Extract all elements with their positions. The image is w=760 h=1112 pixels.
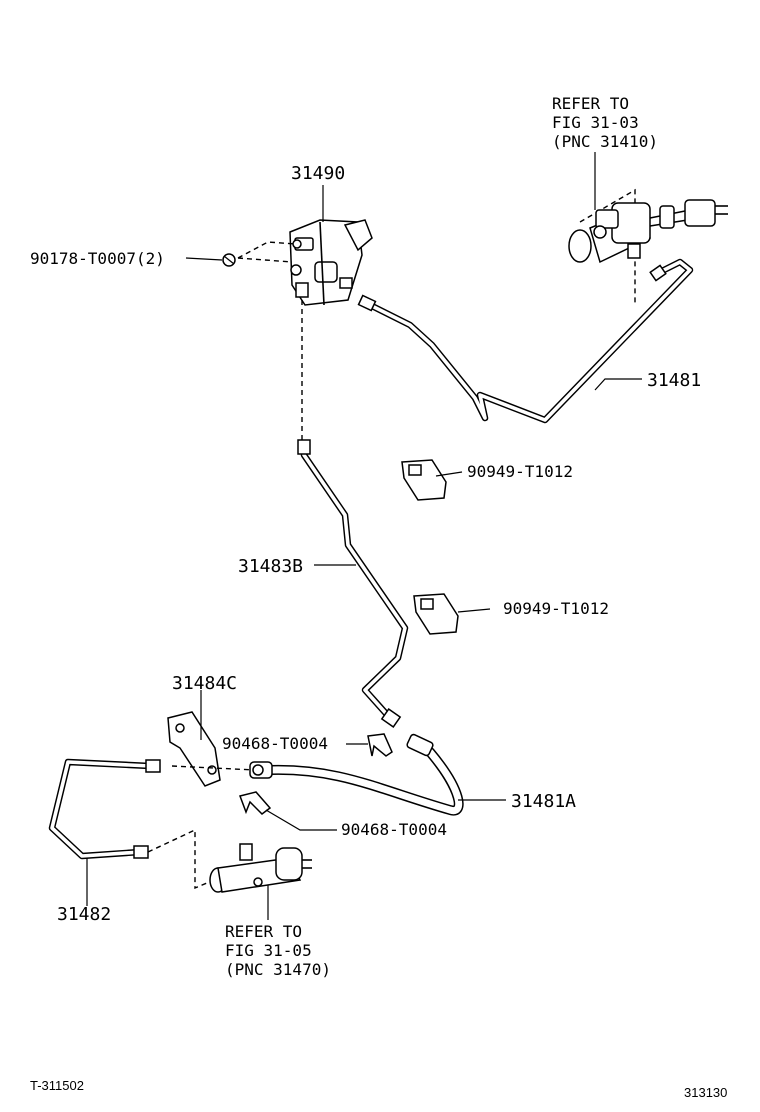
- footer-left-code: T-311502: [30, 1078, 84, 1093]
- label-31482: 31482: [57, 904, 111, 925]
- clip-90468-b-drawing: [239, 791, 272, 815]
- clip-90468-a-drawing: [367, 733, 393, 757]
- label-31490: 31490: [291, 163, 345, 184]
- label-90178: 90178-T0007(2): [30, 249, 165, 268]
- refer-bottom-line-1: REFER TO: [225, 922, 302, 941]
- bracket-31484c-drawing: [167, 711, 256, 787]
- label-31483b: 31483B: [238, 556, 303, 577]
- refer-top-line-1: REFER TO: [552, 94, 629, 113]
- pipe-31481-drawing: [357, 258, 694, 424]
- refer-bottom-line-2: FIG 31-05: [225, 941, 312, 960]
- clutch-release-cylinder-drawing: [209, 843, 312, 893]
- label-31481: 31481: [647, 370, 701, 391]
- label-31481a: 31481A: [511, 791, 576, 812]
- pipe-31482-drawing: [48, 758, 215, 890]
- clutch-master-cylinder-drawing: [568, 188, 728, 305]
- hose-31481a-drawing: [249, 733, 464, 816]
- refer-top-line-3: (PNC 31410): [552, 132, 658, 151]
- label-90468-b: 90468-T0004: [341, 820, 447, 839]
- clamp-90949-b-drawing: [413, 593, 459, 635]
- label-90949-b: 90949-T1012: [503, 599, 609, 618]
- label-90949-a: 90949-T1012: [467, 462, 573, 481]
- pipe-31483b-drawing: [297, 439, 409, 728]
- clamp-90949-a-drawing: [401, 459, 447, 501]
- bolt-90178-drawing: [222, 253, 236, 267]
- clutch-accumulator-31490-drawing: [237, 219, 373, 440]
- refer-bottom-line-3: (PNC 31470): [225, 960, 331, 979]
- label-31484c: 31484C: [172, 673, 237, 694]
- label-90468-a: 90468-T0004: [222, 734, 328, 753]
- footer-right-code: 313130: [684, 1085, 727, 1100]
- refer-top-line-2: FIG 31-03: [552, 113, 639, 132]
- leader-lines: [86, 152, 642, 920]
